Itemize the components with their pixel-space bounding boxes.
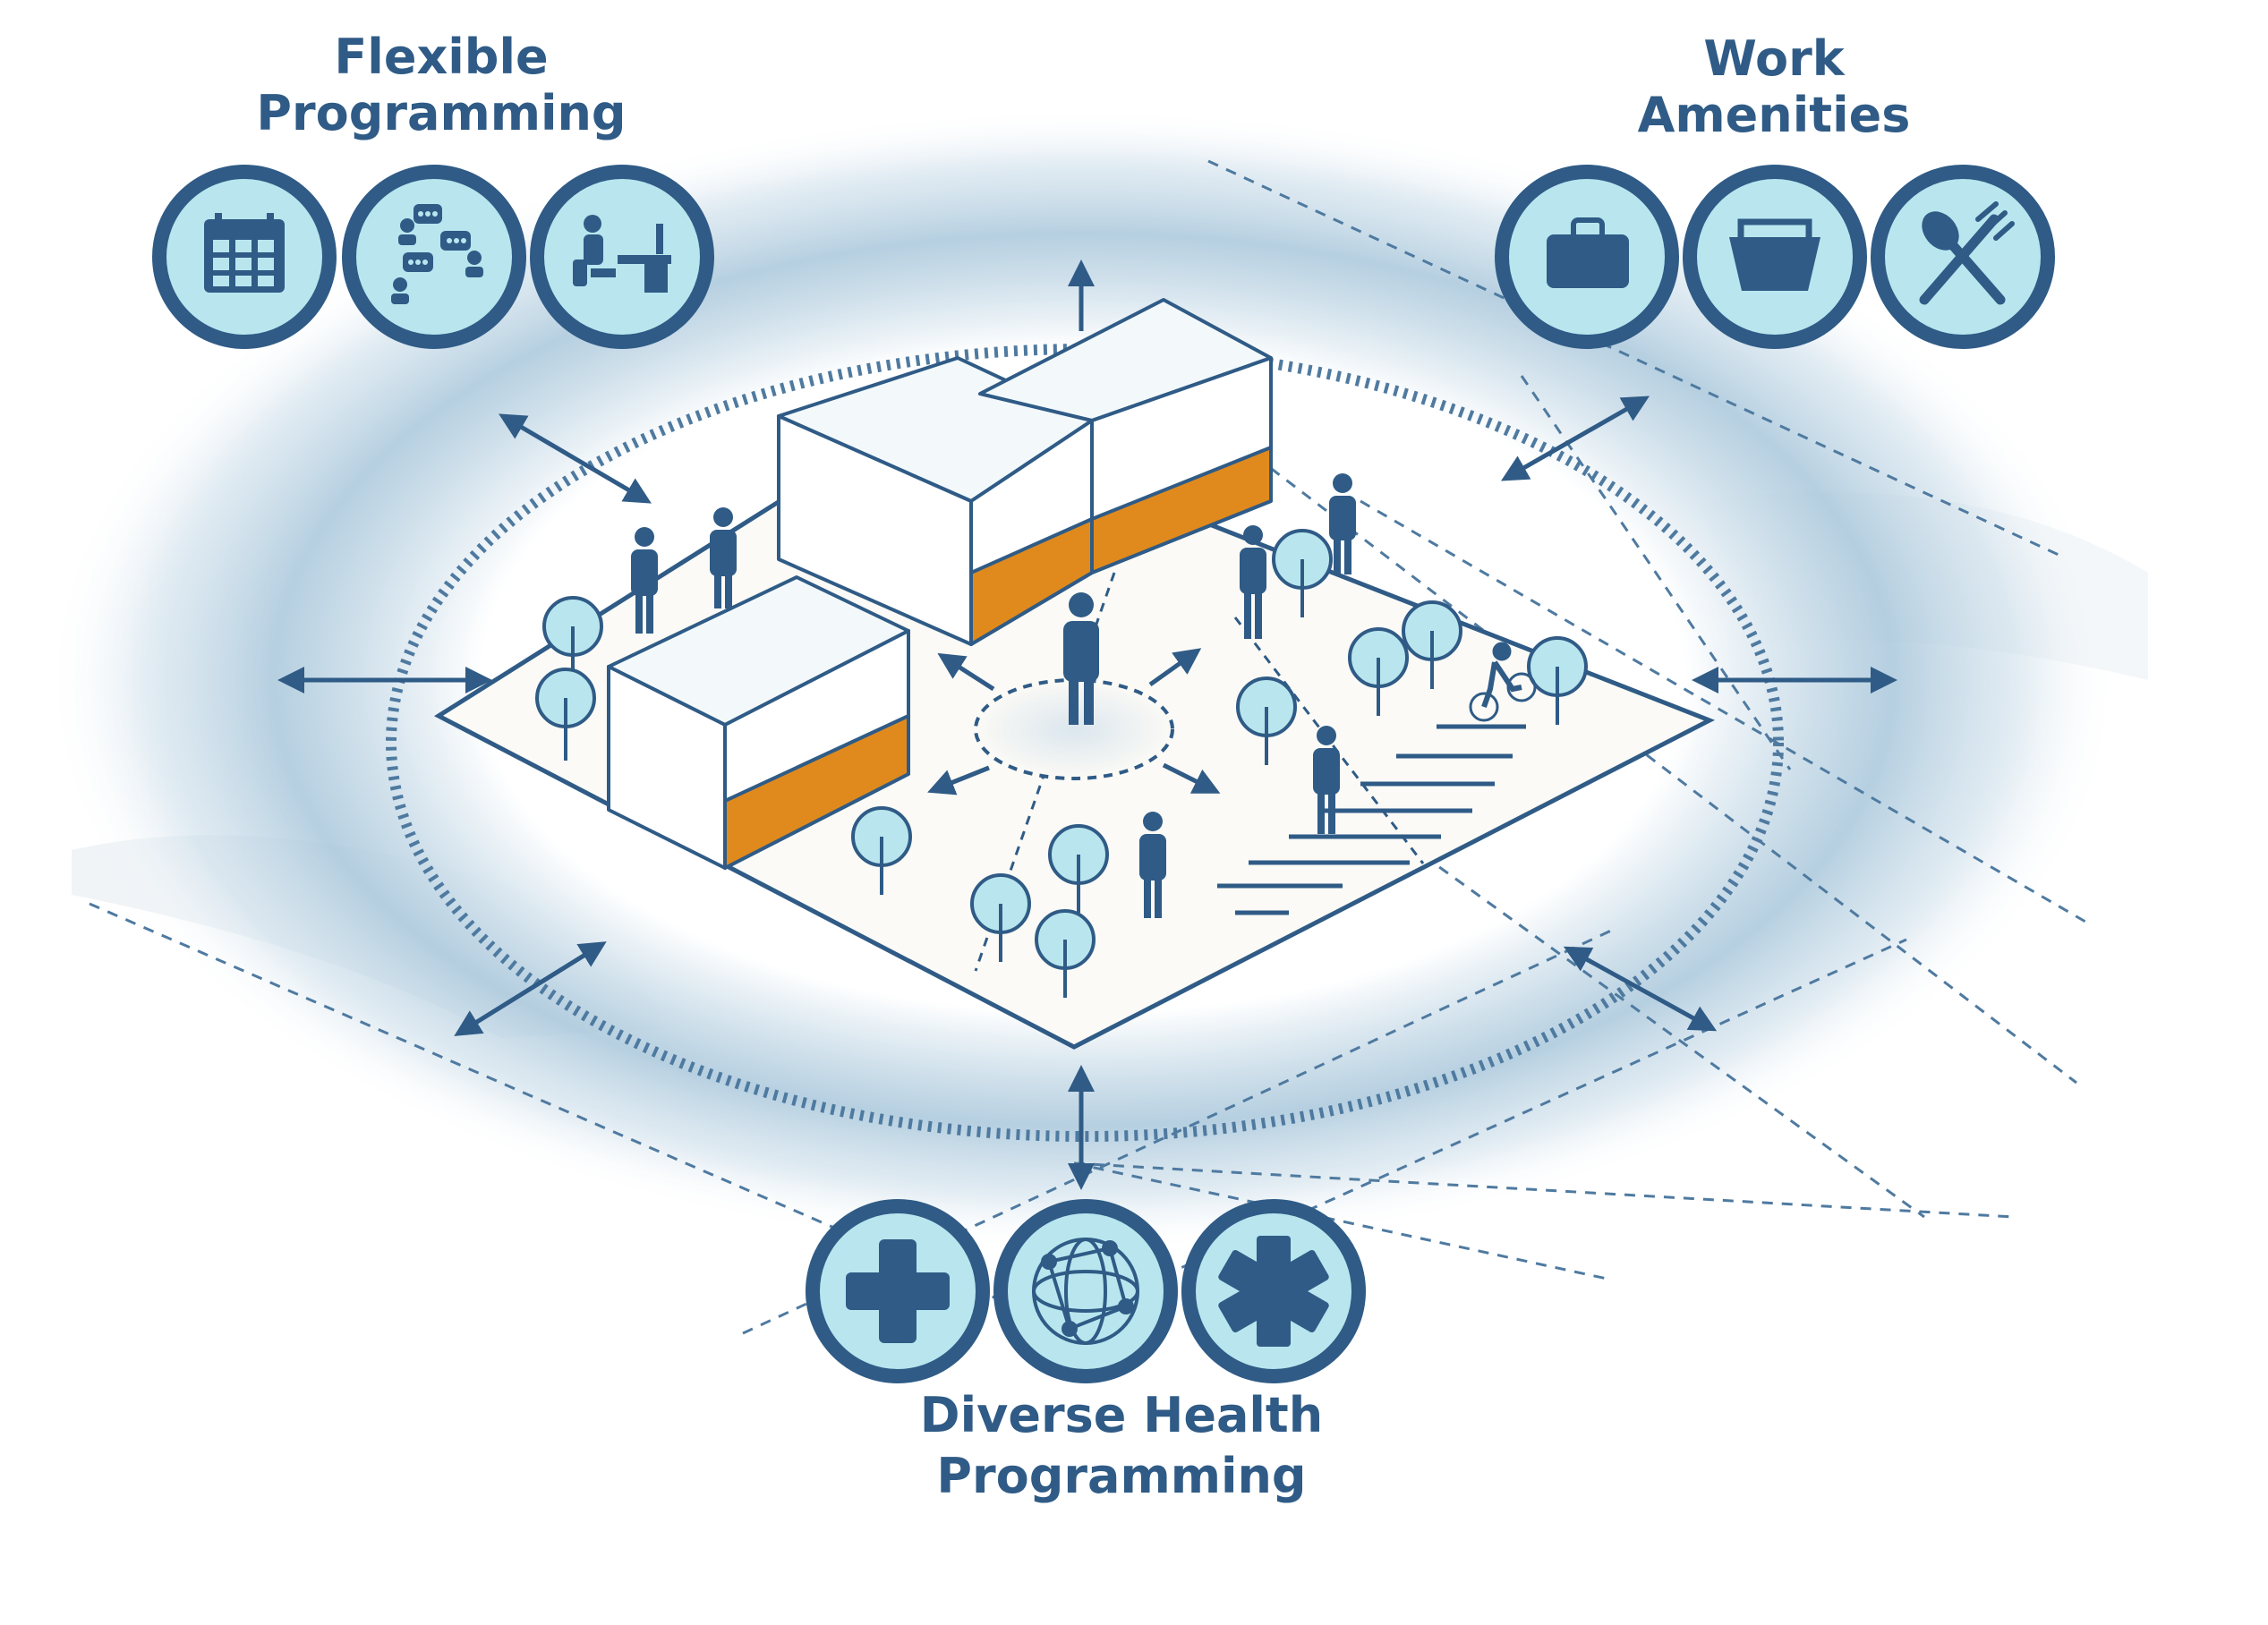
person [710, 507, 737, 608]
work-amenities-group: Work Amenities [1495, 30, 2055, 349]
person [1139, 812, 1166, 918]
tree [1048, 824, 1109, 913]
tree [535, 668, 596, 761]
main-building [777, 298, 1273, 646]
calendar-icon [152, 165, 337, 349]
person [1240, 525, 1266, 639]
person [1329, 473, 1356, 574]
conversation-icon [342, 165, 526, 349]
briefcase-icon [1495, 165, 1679, 349]
flexible-programming-group: Flexible Programming [152, 29, 714, 349]
fork-spoon-icon [1871, 165, 2055, 349]
health-title-line1: Diverse Health [920, 1387, 1323, 1443]
people [631, 473, 1356, 918]
flexible-title-line1: Flexible [334, 29, 548, 85]
tree [1402, 600, 1462, 689]
trees [535, 529, 1588, 998]
tree [1035, 909, 1096, 998]
flexible-title-line2: Programming [256, 85, 626, 141]
tree [1527, 636, 1588, 725]
person [631, 527, 658, 634]
tree [851, 806, 912, 895]
star-of-life-icon [1181, 1199, 1366, 1383]
work-title-line2: Amenities [1638, 87, 1911, 143]
person [1063, 592, 1099, 725]
shopping-basket-icon [1683, 165, 1867, 349]
desk-worker-icon [530, 165, 714, 349]
health-programming-group: Diverse Health Programming [806, 1199, 1366, 1504]
work-title-line1: Work [1703, 30, 1845, 87]
cyclist [1469, 642, 1537, 722]
connection-arrows [277, 396, 1897, 1190]
plaza-arrows [927, 648, 1221, 795]
tree [970, 873, 1031, 962]
tree [1348, 627, 1409, 716]
front-building [607, 575, 910, 870]
medical-cross-icon [806, 1199, 990, 1383]
network-globe-icon [993, 1199, 1178, 1383]
tree [1236, 676, 1297, 765]
person [1313, 726, 1340, 834]
tree [1272, 529, 1333, 617]
crosswalk [1217, 724, 1526, 915]
health-title-line2: Programming [936, 1448, 1306, 1504]
